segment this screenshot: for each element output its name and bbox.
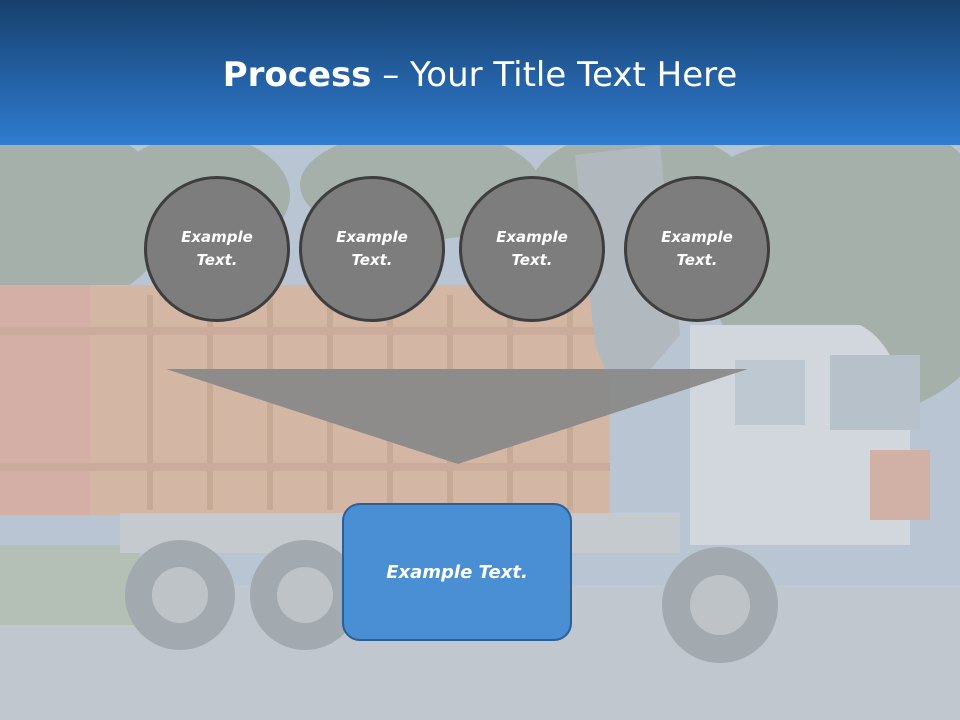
step-label-4: Example Text. xyxy=(661,228,733,269)
slide-title: Process – Your Title Text Here xyxy=(0,52,960,98)
step-label-3: Example Text. xyxy=(496,228,568,269)
title-rest-part: – Your Title Text Here xyxy=(371,55,738,95)
title-bar: Process – Your Title Text Here xyxy=(0,0,960,145)
step-circle-4: Example Text. xyxy=(624,176,770,322)
step-circle-1: Example Text. xyxy=(144,176,290,322)
step-circle-3: Example Text. xyxy=(459,176,605,322)
step-circle-2: Example Text. xyxy=(299,176,445,322)
result-box: Example Text. xyxy=(342,503,572,641)
step-label-1: Example Text. xyxy=(181,228,253,269)
step-label-2: Example Text. xyxy=(336,228,408,269)
result-label: Example Text. xyxy=(386,561,528,583)
title-bold-part: Process xyxy=(222,55,372,95)
